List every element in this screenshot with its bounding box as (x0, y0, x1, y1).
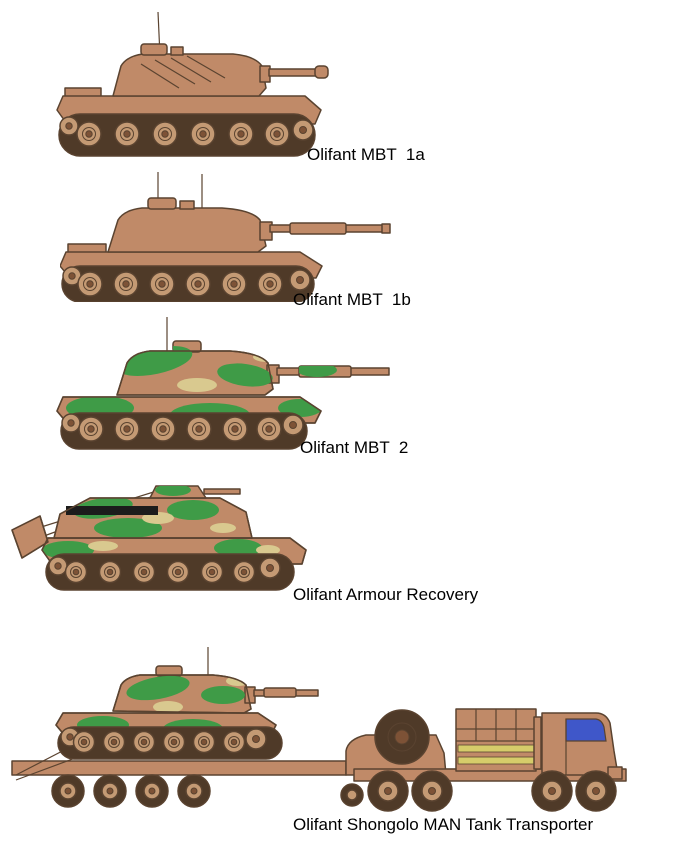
transported-tank (55, 647, 319, 760)
olifant-shongolo-transporter-illustration (11, 647, 627, 812)
spare-wheel (374, 709, 430, 765)
olifant-mbt-2-illustration (56, 317, 390, 450)
gun-barrel (244, 686, 319, 704)
front-bumper (607, 766, 623, 780)
trailer-wheels (51, 774, 364, 808)
olifant-mbt-1b-illustration (60, 172, 391, 302)
truck-cab (541, 712, 623, 780)
vehicle-label-olifant-mbt-1a: Olifant MBT 1a (307, 145, 425, 164)
cargo-rack (455, 708, 537, 772)
vehicle-label-olifant-mbt-1b: Olifant MBT 1b (293, 290, 411, 309)
cab-window (565, 718, 607, 742)
turret (107, 197, 267, 253)
turret (112, 43, 267, 97)
exhaust-stack (533, 716, 542, 770)
stowage-stripe (66, 506, 158, 515)
olifant-armour-recovery-illustration (11, 485, 307, 591)
gun-barrel (259, 65, 329, 83)
vehicle-label-olifant-armour-recovery: Olifant Armour Recovery (293, 585, 479, 604)
recovery-gun (203, 488, 241, 495)
vehicle-label-olifant-mbt-2: Olifant MBT 2 (300, 438, 409, 457)
vehicle-label-olifant-shongolo-transporter: Olifant Shongolo MAN Tank Transporter (293, 815, 594, 834)
gun-barrel (259, 221, 391, 241)
camouflage (42, 486, 280, 559)
olifant-mbt-1a-illustration (56, 11, 329, 157)
turret-stowage-texture (140, 55, 226, 89)
